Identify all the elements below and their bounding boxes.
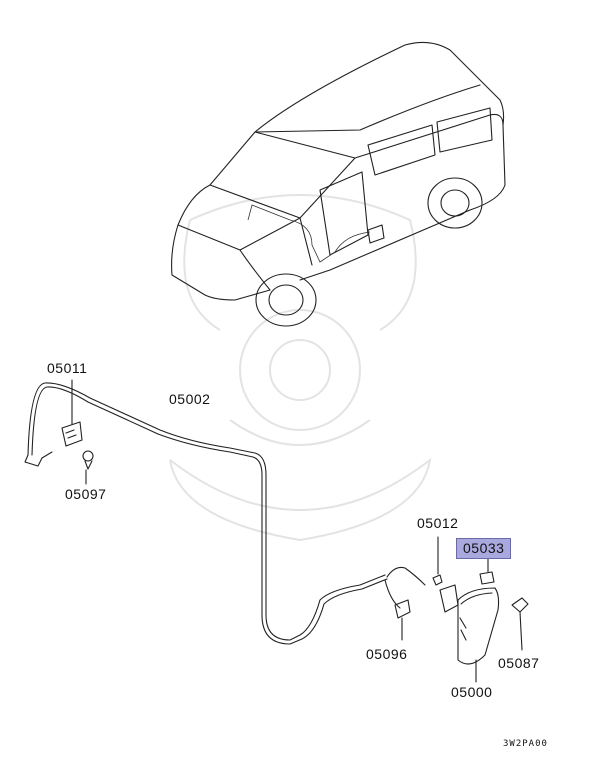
release-cable bbox=[24, 382, 426, 645]
spring-05033 bbox=[479, 557, 495, 585]
callout-05087[interactable]: 05087 bbox=[498, 655, 540, 671]
latch-05012 bbox=[432, 536, 459, 613]
callout-05033[interactable]: 05033 bbox=[456, 538, 512, 559]
bumper-05087 bbox=[511, 597, 529, 651]
callout-05002[interactable]: 05002 bbox=[169, 391, 211, 407]
callout-05000[interactable]: 05000 bbox=[451, 684, 493, 700]
callout-05097[interactable]: 05097 bbox=[65, 486, 107, 502]
watermark-emblem bbox=[169, 194, 432, 542]
fuel-lid bbox=[457, 587, 500, 683]
release-lever bbox=[61, 379, 83, 447]
callout-05011[interactable]: 05011 bbox=[47, 360, 88, 376]
van-illustration bbox=[171, 41, 506, 327]
diagram-reference-code: 3W2PA00 bbox=[503, 739, 548, 749]
callout-05096[interactable]: 05096 bbox=[366, 646, 408, 662]
clip-05096 bbox=[394, 599, 411, 641]
callout-05012[interactable]: 05012 bbox=[417, 515, 459, 531]
clip-05097 bbox=[82, 450, 94, 485]
